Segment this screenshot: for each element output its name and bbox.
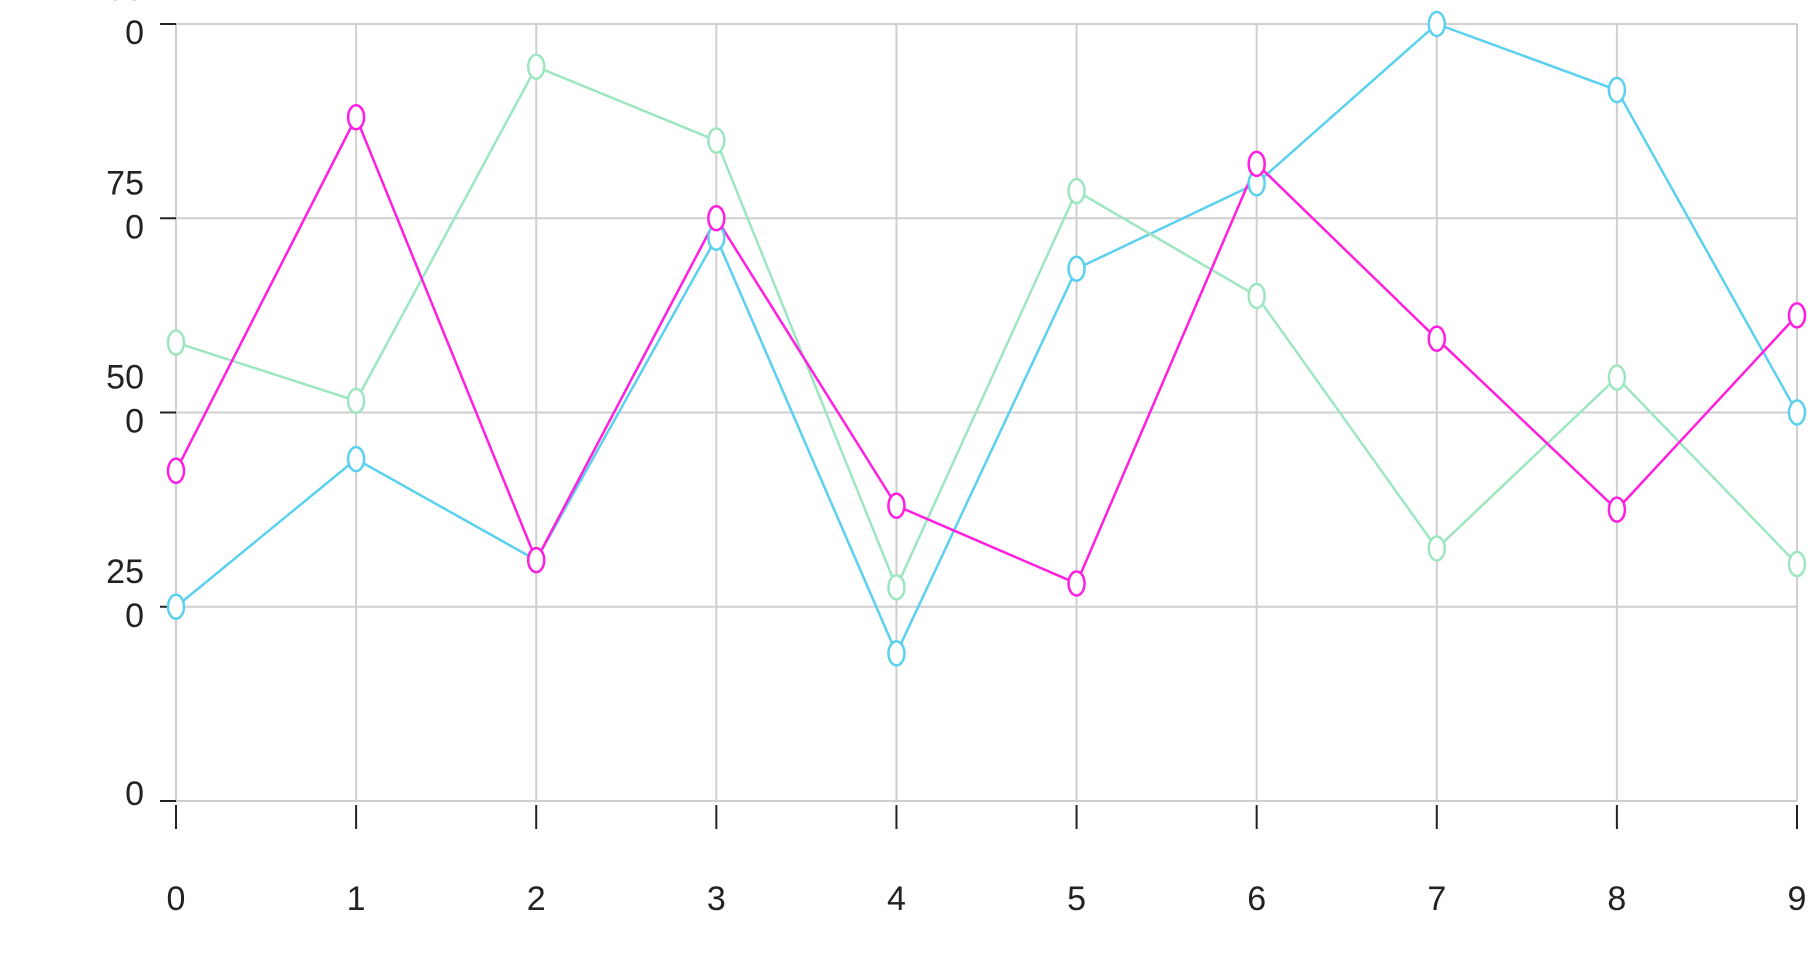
y-tick-label: 0	[125, 597, 144, 635]
series-line-3	[174, 114, 1798, 586]
data-point	[707, 127, 726, 154]
data-point	[346, 103, 366, 131]
data-point	[346, 445, 366, 473]
data-point	[887, 574, 906, 601]
data-point	[1787, 399, 1807, 426]
x-tick-label: 7	[1427, 880, 1446, 918]
data-point	[166, 593, 186, 620]
series-line-2	[175, 65, 1798, 591]
data-point	[166, 329, 186, 356]
y-tick-label: 0	[125, 775, 144, 813]
x-tick-label: 4	[887, 880, 906, 918]
data-point	[887, 492, 906, 519]
y-tick-label: 0	[125, 14, 144, 52]
y-tick-label: 75	[106, 164, 144, 202]
data-point	[1787, 550, 1807, 578]
data-point	[526, 546, 546, 574]
x-tick-label: 6	[1247, 880, 1266, 918]
data-point	[1247, 282, 1266, 310]
tick-labels: 0 25 0 50 0 75 0 100 0 0 1 2 3 4 5 6 7 8 9	[87, 0, 1806, 918]
data-point	[887, 640, 906, 667]
data-point	[1427, 535, 1447, 562]
data-point	[1067, 255, 1086, 283]
data-point	[1607, 496, 1627, 523]
y-tick-label: 25	[106, 553, 144, 591]
series-lines	[174, 22, 1799, 657]
x-tick-label: 9	[1788, 880, 1807, 918]
data-point	[1247, 150, 1266, 178]
data-point	[1427, 325, 1447, 352]
x-tick-label: 2	[527, 880, 546, 918]
data-point	[1607, 364, 1627, 391]
data-point	[166, 457, 186, 485]
data-point	[1427, 10, 1447, 38]
data-point	[1607, 76, 1627, 104]
grid	[175, 23, 1798, 802]
y-tick-label: 0	[125, 403, 144, 441]
y-tick-label: 50	[106, 359, 144, 397]
y-tick-label: 0	[125, 208, 144, 246]
data-point	[1787, 302, 1807, 329]
data-point	[1067, 570, 1086, 597]
axes	[160, 23, 1798, 829]
data-point	[707, 205, 726, 232]
data-point	[526, 53, 546, 80]
x-tick-label: 5	[1067, 880, 1086, 918]
x-tick-label: 0	[167, 880, 186, 918]
data-point	[1067, 177, 1086, 205]
x-tick-label: 8	[1607, 880, 1626, 918]
x-tick-label: 1	[347, 880, 366, 918]
series-line-1	[175, 22, 1799, 657]
data-markers	[166, 10, 1807, 667]
x-tick-label: 3	[707, 880, 726, 918]
data-point	[346, 387, 366, 415]
y-tick-label: 100	[87, 0, 144, 8]
